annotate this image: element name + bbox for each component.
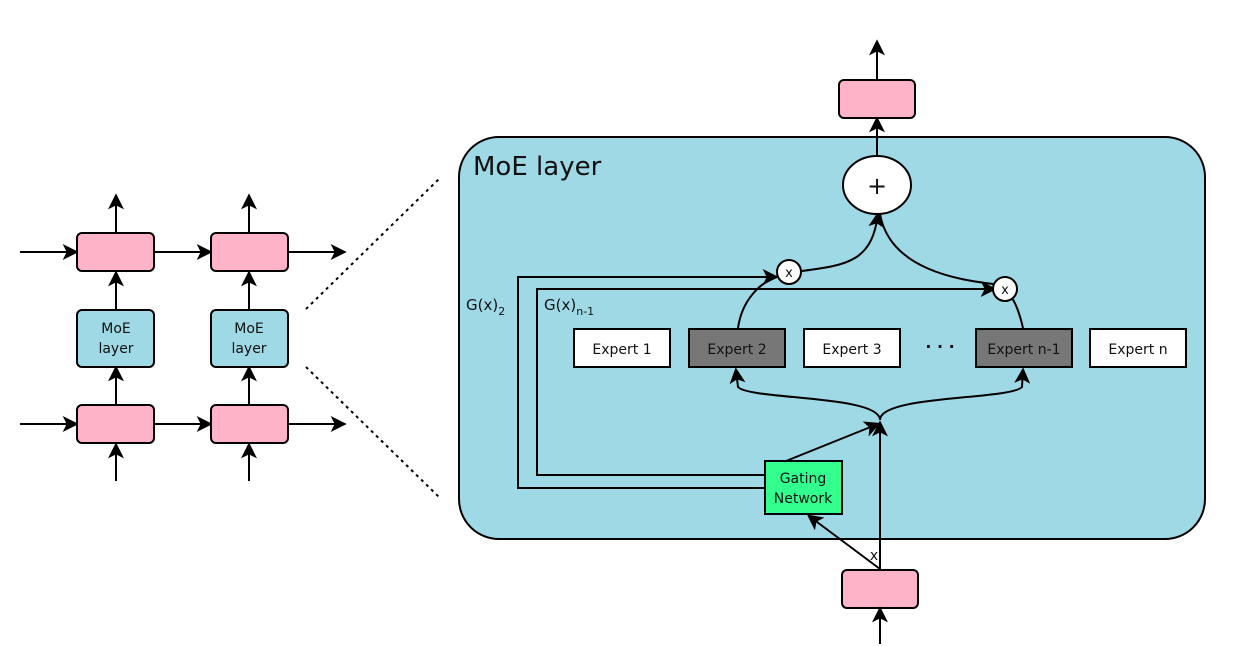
expert-box: Expert 1 xyxy=(573,328,671,368)
svg-text:Expert 3: Expert 3 xyxy=(822,342,881,358)
expert-box: Expert n-1 xyxy=(975,328,1073,368)
expert-box: Expert 3 xyxy=(803,328,901,368)
input-arrow-gating xyxy=(806,514,881,570)
svg-text:Network: Network xyxy=(774,491,833,507)
moe-block-line1: MoE xyxy=(101,321,131,337)
sum-node: + xyxy=(842,155,912,215)
multiply-node: x xyxy=(776,259,802,285)
dispatch-curve-expert-n-1 xyxy=(879,367,1031,421)
svg-text:Expert 1: Expert 1 xyxy=(592,342,651,358)
hidden-block xyxy=(76,404,155,444)
svg-text:x: x xyxy=(785,266,793,281)
hidden-block xyxy=(76,232,155,272)
mult-to-sum-right xyxy=(879,213,994,285)
gate-label-n-1: G(x)n-1 xyxy=(544,296,594,318)
svg-text:Expert 2: Expert 2 xyxy=(707,342,766,358)
svg-text:Gating: Gating xyxy=(780,471,827,487)
moe-block-small: MoE layer xyxy=(76,309,155,368)
moe-block-small: MoE layer xyxy=(210,309,289,368)
hidden-block xyxy=(210,404,289,444)
gate-line-n-1 xyxy=(536,281,997,476)
moe-layer-title: MoE layer xyxy=(473,152,602,182)
gate-label-2: G(x)2 xyxy=(466,296,505,318)
svg-text:Expert n-1: Expert n-1 xyxy=(987,342,1060,358)
moe-block-line2: layer xyxy=(231,341,266,357)
expert-box: Expert 2 xyxy=(688,328,786,368)
gating-to-junction-arrow xyxy=(785,421,881,462)
multiply-node: x xyxy=(992,276,1018,302)
moe-layer: MoE layer G(x)2 G(x)n-1 x x xyxy=(458,136,1206,570)
expert-box: Expert n xyxy=(1089,328,1187,368)
svg-text:x: x xyxy=(1001,283,1009,298)
output-block xyxy=(838,79,916,119)
svg-text:Expert n: Expert n xyxy=(1108,342,1167,358)
moe-block-line2: layer xyxy=(98,341,133,357)
gating-network: Gating Network xyxy=(764,460,843,515)
input-block xyxy=(841,569,919,609)
dispatch-curve-expert-2 xyxy=(729,367,881,421)
mult-to-sum-left xyxy=(801,211,885,272)
hidden-block xyxy=(210,232,289,272)
expert-2-output xyxy=(737,275,780,329)
svg-text:+: + xyxy=(867,172,887,200)
moe-block-line1: MoE xyxy=(234,321,264,337)
gate-line-2 xyxy=(517,269,779,489)
zoom-guide-line xyxy=(305,366,441,499)
zoom-guide-line xyxy=(305,177,441,310)
input-label: x xyxy=(870,548,878,564)
experts-ellipsis: · · · xyxy=(925,337,954,356)
left-stack: MoE layer MoE layer xyxy=(20,193,347,481)
